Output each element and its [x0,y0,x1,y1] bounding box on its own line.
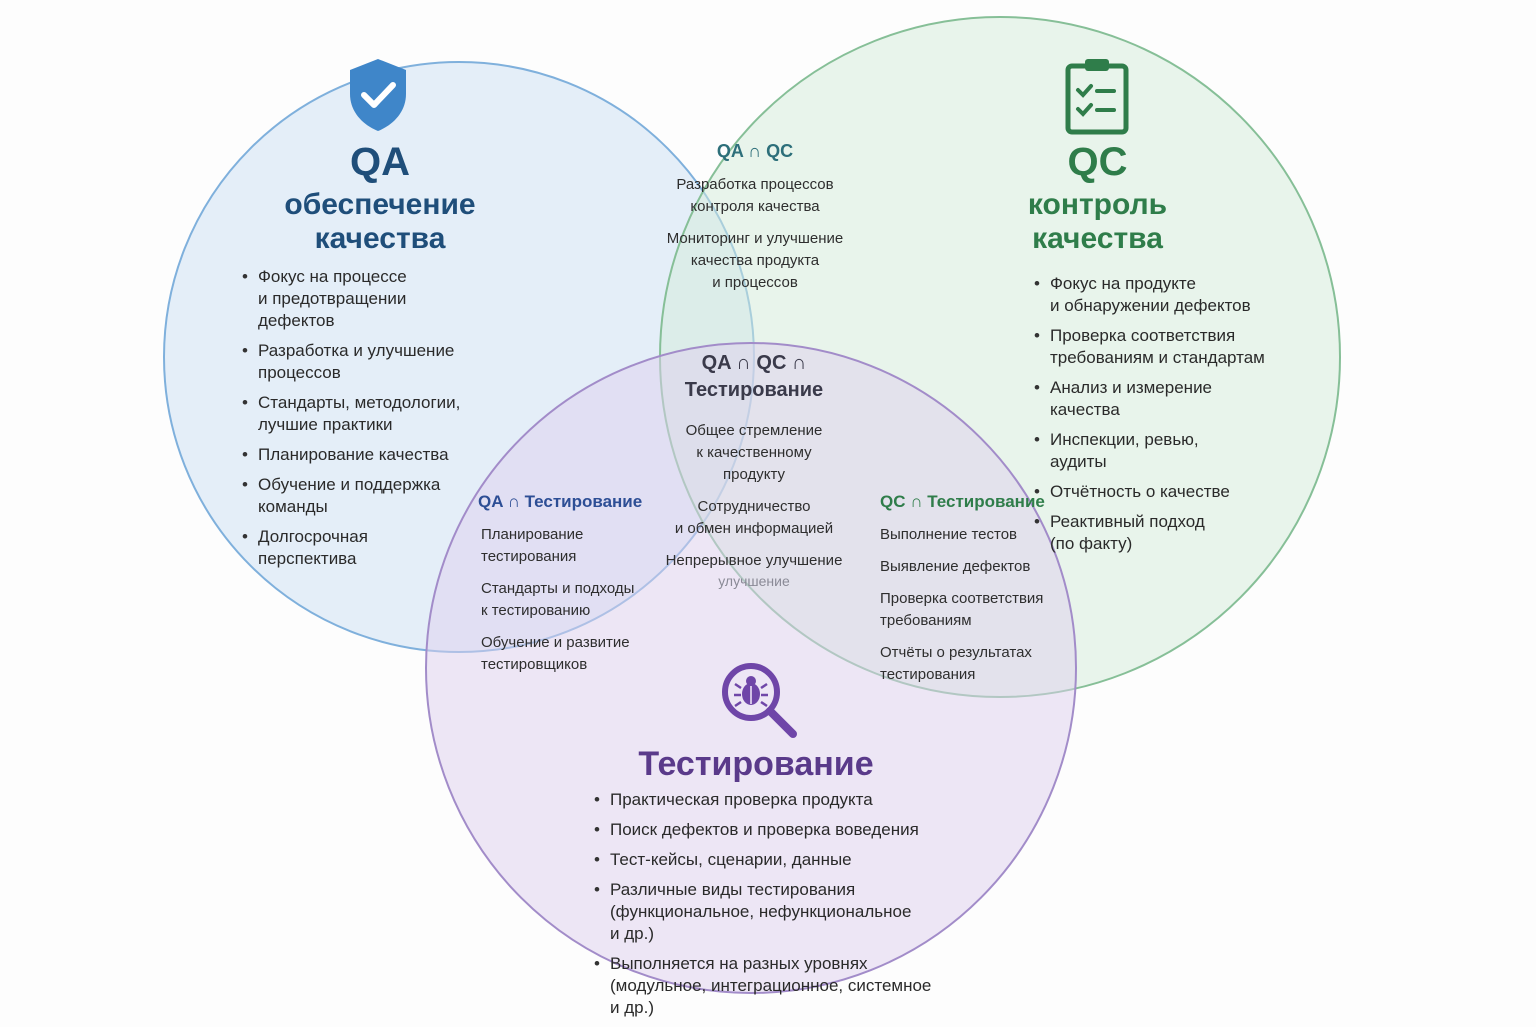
qc-testing-title: QC ∩ Тестирование [880,492,1045,511]
testing-list-item: Выполняется на разных уровнях(модульное,… [594,953,954,1019]
qa-subtitle: обеспечение качества [260,188,500,256]
qa-list-item: Стандарты, методологии,лучшие практики [242,392,492,436]
qc-subtitle-line-2: качества [1032,222,1163,255]
bug-magnifier-icon [722,663,797,738]
qa-subtitle-line-1: обеспечение [284,188,476,221]
qa-heading: QA обеспечение качества [260,140,500,256]
qa-title: QA [350,140,410,184]
qc-testing-item: Выявление дефектов [880,558,1031,575]
qa-subtitle-line-2: качества [314,222,446,255]
testing-list: Практическая проверка продуктаПоиск дефе… [594,789,954,1027]
testing-list-item: Практическая проверка продукта [594,789,954,811]
testing-list-item: Различные виды тестирования(функциональн… [594,879,954,945]
qc-testing-item: Выполнение тестов [880,526,1018,543]
qc-heading: QC контроль качества [980,140,1215,256]
qc-list-item: Инспекции, ревью,аудиты [1034,429,1314,473]
qa-qc-testing-item: Непрерывное улучшение [665,552,843,569]
qc-list-item: Реактивный подход(по факту) [1034,511,1314,555]
qc-list-item: Отчётность о качестве [1034,481,1314,503]
qc-subtitle: контроль качества [980,188,1215,256]
testing-list-item: Поиск дефектов и проверка воведения [594,819,954,841]
qa-qc-testing-title-line-2: Тестирование [684,379,824,401]
qa-qc-testing-item: улучшение [718,573,790,589]
qa-qc-testing-title-line-1: QA ∩ QC ∩ [701,352,807,374]
qa-qc-title: QA ∩ QC [716,141,794,161]
testing-list-item: Тест-кейсы, сценарии, данные [594,849,954,871]
clipboard-checklist-icon [1065,59,1129,135]
shield-check-icon [350,59,406,131]
qa-list-item: Планирование качества [242,444,492,466]
qc-title: QC [1067,140,1128,184]
testing-title: Тестирование [638,745,874,783]
qc-subtitle-line-1: контроль [1027,188,1168,221]
qa-qc-testing-title: QA ∩ QC ∩ Тестирование [644,350,864,404]
qa-testing-title: QA ∩ Тестирование [478,492,643,511]
